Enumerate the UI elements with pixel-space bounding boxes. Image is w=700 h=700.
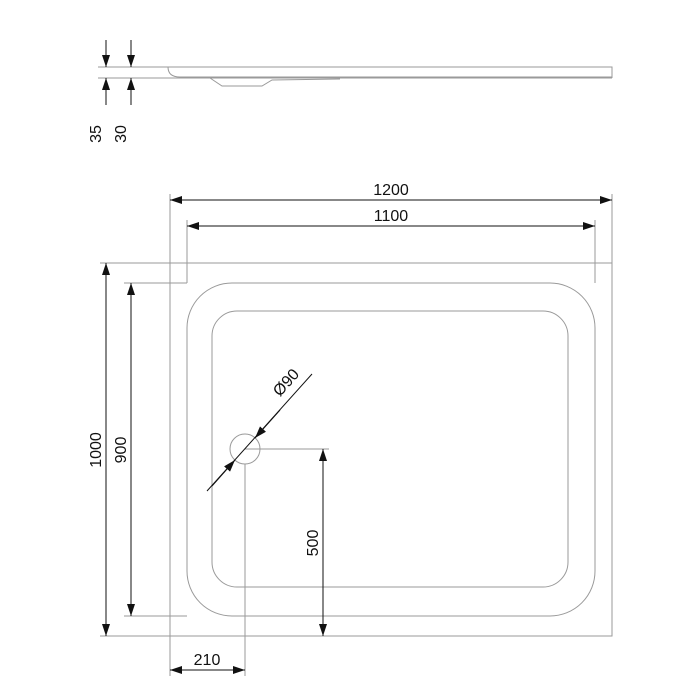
- side-view-tray-profile: [167, 66, 613, 78]
- dim-30-label: 30: [113, 125, 130, 143]
- tray-basin: [211, 310, 569, 588]
- plan-view: Ø90 1200 1100 1000 900 500: [88, 182, 613, 676]
- side-view-drain-profile: [209, 77, 341, 87]
- tray-outer-outline: [169, 262, 613, 637]
- side-view: 35 30: [88, 40, 613, 143]
- dim-900-label: 900: [113, 437, 130, 464]
- drain-diameter-arrow-1: [211, 459, 236, 487]
- dim-210-label: 210: [194, 652, 221, 669]
- dim-1100-label: 1100: [374, 208, 409, 225]
- dim-35-label: 35: [88, 125, 105, 143]
- dim-1200-label: 1200: [373, 182, 409, 199]
- tray-inner-rim: [186, 282, 596, 617]
- dim-1000-label: 1000: [88, 432, 105, 468]
- drain-diameter-arrow-2: [254, 409, 281, 439]
- drain-diameter-label: Ø90: [270, 366, 303, 400]
- dim-500-label: 500: [305, 530, 322, 557]
